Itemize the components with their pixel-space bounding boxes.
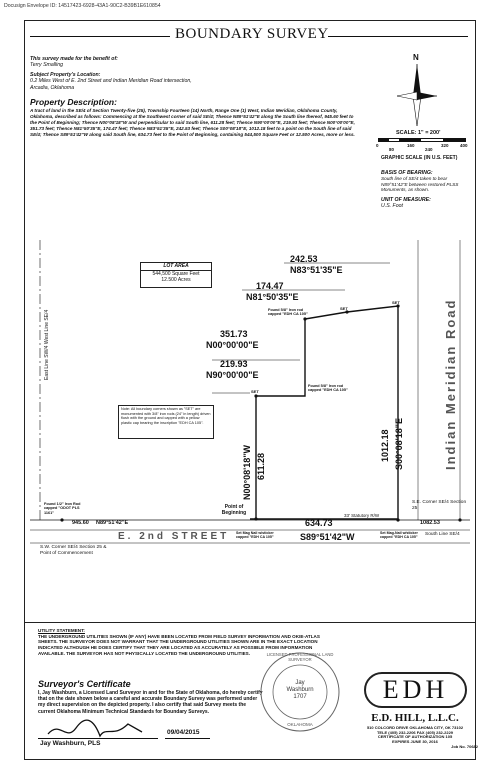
- seal-name1: Jay: [295, 680, 305, 686]
- dim-1012-18: 1012.18: [380, 429, 390, 462]
- dim-242-53: 242.53: [290, 254, 318, 264]
- description-heading: Property Description:: [30, 97, 117, 107]
- company-info: 510 COLCORD DRIVE OKLAHOMA CITY, OK 7310…: [352, 725, 478, 750]
- south-line-label: South Line SE/4: [425, 532, 460, 537]
- scale-tick-4: 320: [441, 143, 449, 148]
- road-label: Indian Meridian Road: [443, 298, 458, 470]
- company-address: 510 COLCORD DRIVE OKLAHOMA CITY, OK 7310…: [366, 725, 464, 730]
- location-heading: Subject Property's Location:: [30, 72, 101, 78]
- scale-bar: [378, 138, 466, 142]
- unit-heading: UNIT OF MEASURE:: [381, 197, 431, 204]
- unit-text: U.S. Foot: [381, 203, 403, 210]
- dim-611-28: 611.28: [256, 452, 266, 480]
- description-text: A tract of land in the SE/4 of Section T…: [30, 108, 355, 137]
- set-label-3: SET: [251, 389, 259, 394]
- bearing-n00: N00°00'00"E: [206, 340, 259, 350]
- bearing-text: South line of SE/4 taken to bear N89°51'…: [381, 176, 459, 193]
- signature-icon: [47, 719, 143, 738]
- date-line: [165, 738, 210, 739]
- bearing-n81: N81°50'35"E: [246, 292, 299, 302]
- signer-name: Jay Washburn, PLS: [40, 740, 101, 747]
- cert-date: 09/04/2015: [167, 729, 200, 736]
- set-label-2: SET: [392, 300, 400, 305]
- found-odot-label: Found 1/2" Iron Rod capped "ODOT PLS 116…: [44, 502, 81, 515]
- bearing-heading: BASIS OF BEARING:: [381, 170, 433, 176]
- company-name: E.D. HILL, L.L.C.: [371, 712, 459, 724]
- bearing-n83: N83°51'35"E: [290, 265, 343, 275]
- survey-frame: [24, 20, 476, 760]
- surveyor-seal-icon: [260, 652, 340, 732]
- seal-number: 1707: [293, 694, 307, 700]
- pob-label: Point of Beginning: [221, 504, 247, 516]
- north-label: N: [413, 53, 419, 62]
- basis-of-bearing: BASIS OF BEARING: South line of SE/4 tak…: [381, 170, 471, 210]
- dim-351-73: 351.73: [220, 329, 248, 339]
- location-block: Subject Property's Location: 0.2 Miles W…: [30, 72, 290, 91]
- scale-label: SCALE: 1" = 200': [396, 130, 441, 136]
- cert-text: I, Jay Washburn, a Licensed Land Surveyo…: [38, 690, 263, 715]
- set-mag-nail-2: Set Mag-Nail w/sticker capped "EDH CA 10…: [380, 531, 418, 540]
- east-line-label: East Line SW/4 West Line SE/4: [44, 309, 50, 380]
- bearing-n00w: N00°08'18"W: [242, 444, 252, 500]
- location-line1: 0.2 Miles West of E. 2nd Street and Indi…: [30, 78, 192, 85]
- benefit-block: This survey made for the benefit of: Ter…: [30, 56, 230, 69]
- set-mag-nail-1: Set Mag Nail w/sticker capped "EDH CA 10…: [236, 531, 274, 540]
- utility-text: THE UNDERGROUND UTILITIES SHOWN (IF ANY)…: [38, 633, 320, 656]
- street-label: E. 2nd STREET: [118, 531, 230, 542]
- property-boundary: [255, 305, 399, 520]
- benefit-heading: This survey made for the benefit of:: [30, 56, 118, 62]
- title-rule-right: [328, 36, 468, 37]
- lot-sqft: 544,500 Square Feet: [152, 271, 200, 277]
- cert-heading: Surveyor's Certificate: [38, 679, 131, 689]
- lot-heading: LOT AREA: [141, 263, 211, 271]
- utility-heading: UTILITY STATEMENT:: [38, 628, 85, 633]
- scale-caption: GRAPHIC SCALE (IN U.S. FEET): [381, 155, 458, 161]
- bearing-s89: S89°51'42"W: [300, 532, 355, 542]
- dim-219-93: 219.93: [220, 359, 248, 369]
- lot-acres: 12.500 Acres: [161, 277, 191, 283]
- lot-area-box: LOT AREA 544,500 Square Feet 12.500 Acre…: [140, 262, 212, 288]
- company-auth: CERTIFICATE OF AUTHORIZATION 105: [377, 734, 453, 740]
- scale-tick-5: 400: [460, 143, 468, 148]
- statutory-label: 33' Statutory R/W: [344, 513, 380, 518]
- bottom-divider: [24, 622, 476, 623]
- seal-outer-text: LICENSED PROFESSIONAL LAND SURVEYOR: [266, 652, 334, 662]
- sw-corner-label: S.W. Corner SE/4 Section 25 & Point of C…: [40, 545, 107, 556]
- company-logo: EDH: [364, 672, 467, 708]
- scale-tick-0: 0: [376, 143, 379, 148]
- company-expires: EXPIRES JUNE 30, 2016: [392, 739, 438, 745]
- seal-center: Jay Washburn 1707: [278, 680, 322, 701]
- utility-statement: UTILITY STATEMENT: THE UNDERGROUND UTILI…: [38, 628, 338, 657]
- dim-945-60: 945.60: [72, 520, 89, 526]
- dim-1082-53: 1082.53: [420, 520, 440, 526]
- north-arrow-icon: [396, 64, 437, 127]
- bearing-n90: N90°00'00"E: [206, 370, 259, 380]
- scale-tick-1: 80: [389, 147, 395, 152]
- job-number: Job No. 70682: [451, 743, 478, 749]
- page-title: BOUNDARY SURVEY: [175, 26, 329, 42]
- location-line2: Arcadia, Oklahoma: [30, 84, 75, 91]
- surveyor-certificate: Surveyor's Certificate I, Jay Washburn, …: [38, 679, 263, 715]
- seal-name2: Washburn: [286, 687, 314, 693]
- dim-174-47: 174.47: [256, 281, 284, 291]
- set-label-1: SET: [340, 306, 348, 311]
- docusign-envelope-id: Docusign Envelope ID: 14517423-6928-43A1…: [4, 3, 161, 9]
- title-rule-left: [30, 36, 170, 37]
- seal-state: OKLAHOMA: [287, 722, 313, 727]
- bearing-s00: S00°08'18"E: [394, 417, 404, 470]
- scale-tick-2: 160: [407, 143, 415, 148]
- dim-634-73: 634.73: [305, 518, 333, 528]
- found-rod-a: Found 5/8" Iron rod capped "EDH CA 105": [268, 308, 308, 317]
- benefit-name: Terry Smalling: [30, 62, 63, 69]
- se-corner-label: S.E. Corner SE/4 Section 25: [412, 500, 467, 511]
- monument-note: Note: All boundary corners shown as "SET…: [118, 405, 214, 439]
- bearing-n89: N89°51'42"E: [96, 520, 129, 526]
- scale-tick-3: 240: [425, 147, 433, 152]
- signature-line: [38, 738, 158, 739]
- found-rod-b: Found 5/8" Iron rod capped "EDH CA 105": [308, 384, 348, 393]
- company-phone: TELE (405) 232-2206 FAX (405) 232-2229: [376, 729, 454, 735]
